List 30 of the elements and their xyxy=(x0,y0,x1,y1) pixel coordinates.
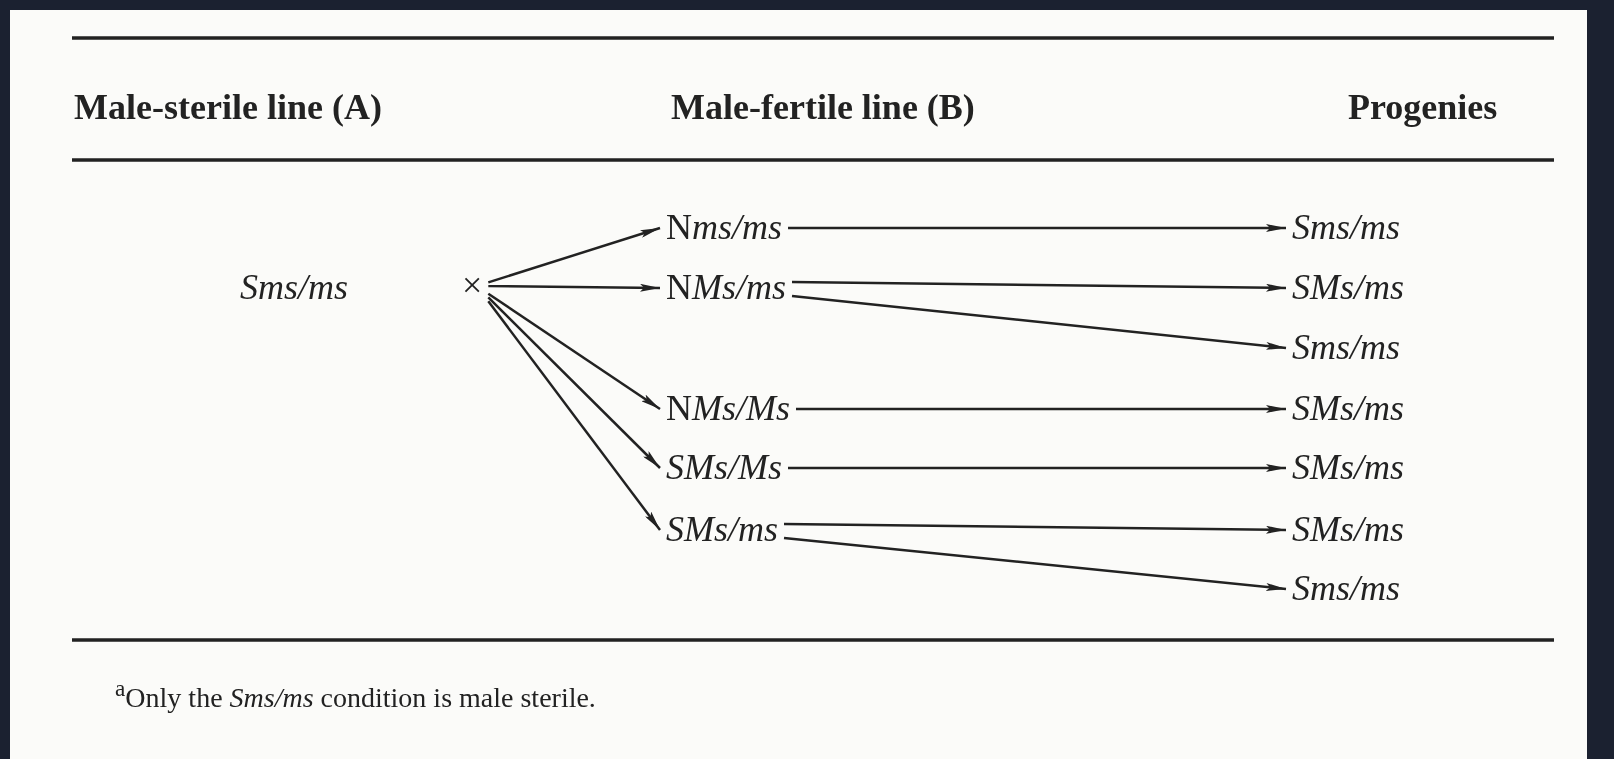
arrow xyxy=(487,296,661,469)
arrow xyxy=(487,226,661,284)
genotype-label: SMs/ms xyxy=(1292,389,1404,429)
arrow xyxy=(487,292,661,411)
arrow xyxy=(487,300,661,531)
column-header: Male-sterile line (A) xyxy=(74,88,382,128)
genotype-label: Sms/ms xyxy=(1292,569,1401,609)
genotype-label: SMs/ms xyxy=(666,510,778,550)
genotype-label: SMs/Ms xyxy=(666,448,782,488)
arrow xyxy=(783,536,1287,591)
genotype-label: SMs/ms xyxy=(1292,510,1404,550)
arrow xyxy=(788,464,1286,472)
genotype-label: Sms/ms xyxy=(1292,328,1401,368)
genotype-label: Nms/ms xyxy=(666,208,783,248)
genotype-label: Sms/ms xyxy=(240,268,349,308)
cross-symbol: × xyxy=(462,266,483,306)
genotype-label: SMs/ms xyxy=(1292,268,1404,308)
genotype-label: SMs/ms xyxy=(1292,448,1404,488)
arrow xyxy=(791,294,1287,350)
column-header: Progenies xyxy=(1348,88,1498,128)
column-header: Male-fertile line (B) xyxy=(671,88,975,128)
genotype-label: NMs/ms xyxy=(666,268,786,308)
genotype-label: Sms/ms xyxy=(1292,208,1401,248)
arrow xyxy=(784,522,1286,534)
genotype-label: NMs/Ms xyxy=(666,389,790,429)
arrow xyxy=(488,283,660,292)
arrow xyxy=(796,405,1286,413)
arrow xyxy=(792,280,1286,292)
arrow xyxy=(788,224,1286,232)
footnote: $^{a}$Only the Sms/ms condition is male sterile. xyxy=(115,676,596,714)
